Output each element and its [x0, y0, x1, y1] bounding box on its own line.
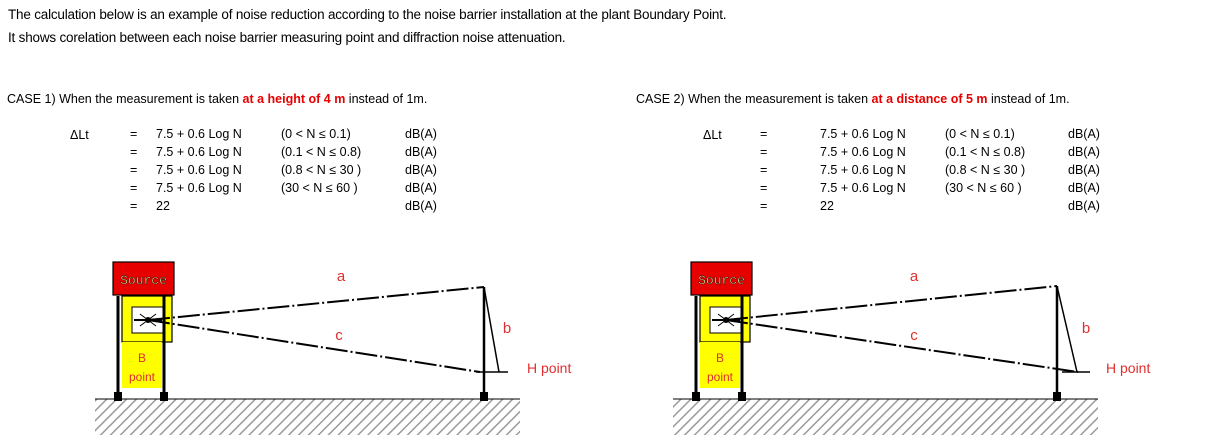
formula-unit: dB(A): [405, 127, 437, 141]
ground: [95, 399, 520, 435]
equals-sign: =: [760, 145, 768, 159]
formula-unit: dB(A): [1068, 181, 1100, 195]
case-2-prefix: CASE 2) When the measurement is taken: [636, 92, 872, 106]
h-point-label: H point: [527, 360, 571, 376]
equals-sign: =: [760, 199, 768, 213]
case-2-highlight: at a distance of 5 m: [871, 92, 988, 106]
label-c: c: [910, 327, 918, 344]
equals-sign: =: [130, 127, 138, 141]
equals-sign: =: [130, 163, 138, 177]
ground: [673, 399, 1098, 435]
formula-expr: 7.5 + 0.6 Log N: [156, 127, 242, 141]
equals-sign: =: [130, 181, 138, 195]
formula-unit: dB(A): [1068, 163, 1100, 177]
intro-line-2: It shows corelation between each noise b…: [8, 30, 566, 45]
formula-expr: 7.5 + 0.6 Log N: [156, 163, 242, 177]
case-2-heading: CASE 2) When the measurement is taken at…: [636, 92, 1070, 106]
formula-expr: 7.5 + 0.6 Log N: [820, 145, 906, 159]
formula-expr: 7.5 + 0.6 Log N: [156, 181, 242, 195]
label-c: c: [335, 327, 343, 344]
case-1-highlight: at a height of 4 m: [242, 92, 346, 106]
formula-unit: dB(A): [405, 181, 437, 195]
case-2-suffix: instead of 1m.: [987, 92, 1070, 106]
b-point-label-2: point: [707, 370, 734, 384]
formula-unit: dB(A): [405, 145, 437, 159]
formula-expr: 7.5 + 0.6 Log N: [820, 163, 906, 177]
source-box: [112, 261, 175, 296]
case-2-diagram: Source B point a c b H point: [673, 261, 1150, 435]
formula-unit: dB(A): [1068, 199, 1100, 213]
equals-sign: =: [760, 127, 768, 141]
equals-sign: =: [130, 199, 138, 213]
label-b: b: [503, 320, 511, 337]
case-1-suffix: instead of 1m.: [345, 92, 428, 106]
formula-range: (30 < N ≤ 60 ): [281, 181, 358, 195]
formula-range: (0.1 < N ≤ 0.8): [281, 145, 362, 159]
case-1-heading: CASE 1) When the measurement is taken at…: [7, 92, 427, 106]
source-label: Source: [120, 273, 167, 288]
case-2-delta-label: ΔLt: [703, 128, 722, 142]
formula-range: (0.8 < N ≤ 30 ): [281, 163, 362, 177]
b-point-label-1: B: [716, 351, 724, 365]
formula-expr: 7.5 + 0.6 Log N: [156, 145, 242, 159]
source-box: [690, 261, 753, 296]
equals-sign: =: [130, 145, 138, 159]
formula-range: (30 < N ≤ 60 ): [945, 181, 1022, 195]
formula-range: (0.8 < N ≤ 30 ): [945, 163, 1026, 177]
formula-unit: dB(A): [1068, 145, 1100, 159]
formula-expr: 22: [820, 199, 834, 213]
case-1-delta-label: ΔLt: [70, 128, 89, 142]
formula-unit: dB(A): [1068, 127, 1100, 141]
source-label: Source: [698, 273, 745, 288]
b-point-box: [700, 342, 740, 388]
label-a: a: [337, 268, 346, 285]
intro-line-1: The calculation below is an example of n…: [8, 7, 727, 22]
equals-sign: =: [760, 181, 768, 195]
formula-unit: dB(A): [405, 163, 437, 177]
b-point-label-1: B: [138, 351, 146, 365]
formula-unit: dB(A): [405, 199, 437, 213]
formula-range: (0.1 < N ≤ 0.8): [945, 145, 1026, 159]
label-b: b: [1082, 320, 1090, 337]
h-point-label: H point: [1106, 360, 1150, 376]
formula-expr: 7.5 + 0.6 Log N: [820, 127, 906, 141]
formula-expr: 22: [156, 199, 170, 213]
case-1-diagram: Source B point a c b H point: [95, 261, 571, 435]
b-point-box: [122, 342, 162, 388]
formula-expr: 7.5 + 0.6 Log N: [820, 181, 906, 195]
label-a: a: [910, 268, 919, 285]
case-1-prefix: CASE 1) When the measurement is taken: [7, 92, 243, 106]
equals-sign: =: [760, 163, 768, 177]
formula-range: (0 < N ≤ 0.1): [281, 127, 351, 141]
formula-range: (0 < N ≤ 0.1): [945, 127, 1015, 141]
b-point-label-2: point: [129, 370, 156, 384]
